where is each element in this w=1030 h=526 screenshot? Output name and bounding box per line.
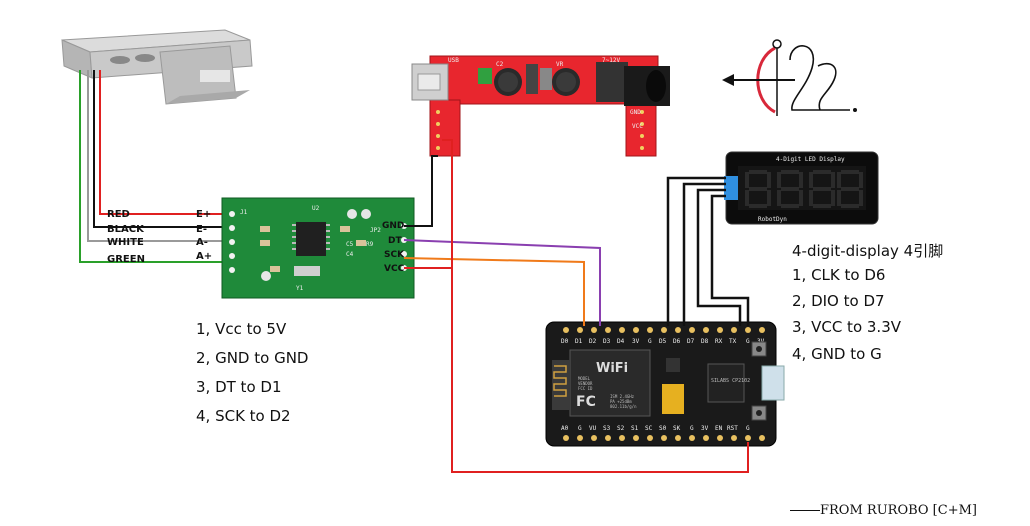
display-note-4: 4, GND to G: [792, 345, 882, 363]
nodemcu-pin-d3: D3: [603, 338, 611, 345]
wire-label-white: WHITE: [107, 237, 144, 248]
nodemcu-pin-d8: D8: [701, 338, 709, 345]
wire-hx711-vcc: [404, 139, 453, 269]
nodemcu-module-ism: ISM 2.4GHz: [610, 394, 635, 399]
nodemcu-pin-d2: D2: [589, 338, 597, 345]
nodemcu-module-fccid: FCC ID: [578, 386, 593, 391]
power-silk-c2: C2: [496, 61, 504, 68]
nodemcu-module-vendor: VENDOR: [578, 381, 593, 386]
load-cell: [61, 29, 253, 105]
nodemcu-wifi-logo: WiFi: [596, 361, 628, 376]
power-silk-voltage: 7~12V: [602, 57, 620, 64]
nodemcu-pin-g-b: G: [578, 425, 582, 432]
wire-power-vin: [451, 268, 749, 473]
power-silk-usb: USB: [448, 57, 459, 64]
hx711-silk-c5: C5: [346, 241, 354, 248]
nodemcu-pin-rst: RST: [727, 425, 738, 432]
display-title: 4-digit-display 4引脚: [792, 242, 944, 260]
nodemcu-pin-s0: S0: [659, 425, 667, 432]
wire-display-dio: [682, 182, 726, 326]
nodemcu-pin-sc: SC: [645, 425, 653, 432]
nodemcu-pin-d0: D0: [561, 338, 569, 345]
wire-label-green: GREEN: [107, 254, 145, 265]
pin-e-plus: E+: [196, 209, 211, 220]
power-module: USB 7~12V C2 VR GND VCC: [411, 55, 670, 157]
power-silk-vr: VR: [556, 61, 564, 68]
nodemcu-fc-logo: FC: [576, 394, 596, 410]
nodemcu-pin-d7: D7: [687, 338, 695, 345]
display-note-1: 1, CLK to D6: [792, 266, 886, 284]
nodemcu-board: D0 D1 D2 D3 D4 3V G D5 D6 D7 D8 RX TX G …: [545, 321, 785, 447]
hx711-note-3: 3, DT to D1: [196, 378, 282, 396]
nodemcu-pin-d1: D1: [575, 338, 583, 345]
nodemcu-pin-3v: 3V: [632, 338, 640, 345]
nodemcu-pin-sk: SK: [673, 425, 681, 432]
nodemcu-pin-rx: RX: [715, 338, 723, 345]
pin-e-minus: E-: [196, 224, 207, 235]
hx711-note-1: 1, Vcc to 5V: [196, 320, 287, 338]
hx711-pin-sck: SCK: [384, 250, 405, 260]
hx711-board: J1 U2 JP2 Y1 C5 R9 C4: [221, 197, 415, 299]
wire-label-black: BLACK: [107, 224, 145, 235]
pin-a-minus: A-: [196, 237, 208, 248]
nodemcu-pin-g: G: [648, 338, 652, 345]
hx711-silk-r9: R9: [366, 241, 374, 248]
hx711-silk-u2: U2: [312, 205, 320, 212]
nodemcu-pin-d5: D5: [659, 338, 667, 345]
hx711-note-2: 2, GND to GND: [196, 349, 309, 367]
nodemcu-pin-a0: A0: [561, 425, 569, 432]
display-module: 4-Digit LED Display RobotDyn: [724, 151, 879, 225]
nodemcu-chip-label: SILABS CP2102: [711, 378, 750, 384]
wire-display-gnd: [710, 194, 750, 326]
wire-hx711-gnd: [404, 155, 438, 227]
load-cell-wires: [79, 70, 241, 263]
hx711-silk-jp2: JP2: [370, 227, 381, 234]
nodemcu-pin-g-b3: G: [746, 425, 750, 432]
nodemcu-module-pa: PA +25dBm: [610, 399, 632, 404]
hx711-silk-y1: Y1: [296, 285, 304, 292]
nodemcu-module-80211: 802.11b/g/n: [610, 404, 637, 409]
nodemcu-pin-d6: D6: [673, 338, 681, 345]
nodemcu-pin-s3: S3: [603, 425, 611, 432]
hx711-pin-dt: DT: [388, 236, 402, 246]
hx711-note-4: 4, SCK to D2: [196, 407, 291, 425]
nodemcu-module-model: MODEL: [578, 376, 591, 381]
nodemcu-pin-3v-b: 3V: [701, 425, 709, 432]
hx711-pin-gnd: GND: [382, 221, 404, 231]
power-silk-vcc: VCC: [632, 123, 643, 130]
hx711-silk-j1: J1: [240, 209, 248, 216]
display-header-silk: 4-Digit LED Display: [776, 156, 845, 163]
wire-display-clk: [666, 176, 726, 326]
rurobo-logo: [722, 39, 857, 116]
nodemcu-pin-vu: VU: [589, 425, 597, 432]
display-note-3: 3, VCC to 3.3V: [792, 318, 901, 336]
wire-display-vcc: [696, 188, 742, 326]
footer-credit: FROM RUROBO [C+M]: [790, 503, 977, 518]
nodemcu-pin-en: EN: [715, 425, 723, 432]
nodemcu-pin-s1: S1: [631, 425, 639, 432]
display-note-2: 2, DIO to D7: [792, 292, 885, 310]
nodemcu-pin-tx: TX: [729, 338, 737, 345]
nodemcu-pin-d4: D4: [617, 338, 625, 345]
hx711-pin-vcc: VCC: [384, 264, 405, 274]
wire-label-red: RED: [107, 209, 130, 220]
nodemcu-pin-s2: S2: [617, 425, 625, 432]
nodemcu-pin-g-b2: G: [690, 425, 694, 432]
nodemcu-pin-g2: G: [746, 338, 750, 345]
display-brand-silk: RobotDyn: [758, 216, 787, 223]
pin-a-plus: A+: [196, 251, 212, 262]
wire-hx711-dt: [403, 239, 601, 326]
wire-hx711-sck: [403, 257, 585, 326]
power-silk-gnd: GND: [630, 109, 641, 116]
hx711-silk-c4: C4: [346, 251, 354, 258]
